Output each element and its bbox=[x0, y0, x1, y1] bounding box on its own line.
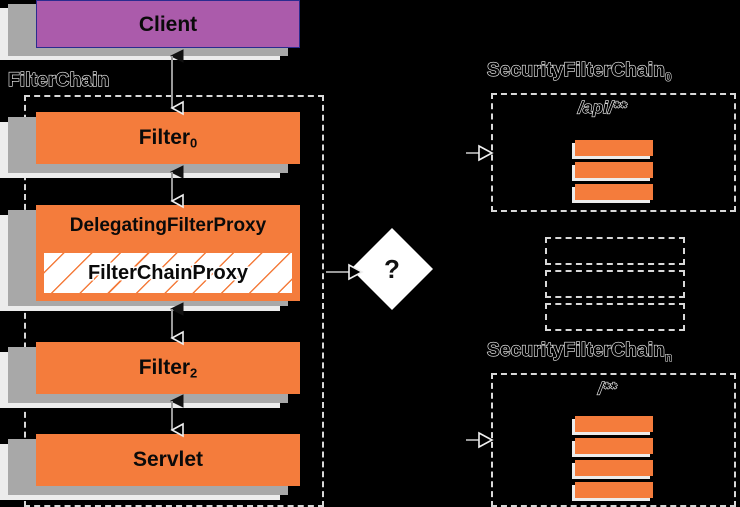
chain-n-filter-bar-face bbox=[575, 482, 653, 498]
chain-n-filter-bar[interactable] bbox=[572, 416, 653, 435]
servlet-label: Servlet bbox=[132, 447, 204, 471]
security-filter-chain-0-label: SecurityFilterChain0 bbox=[486, 59, 672, 84]
chain-0-filter-bar-face bbox=[575, 162, 653, 178]
filter-chain-proxy-label: FilterChainProxy bbox=[87, 261, 249, 284]
filter-chain-proxy-box[interactable]: FilterChainProxy bbox=[43, 252, 293, 294]
node-servlet[interactable]: Servlet bbox=[0, 434, 300, 500]
chain-0-filter-bar[interactable] bbox=[572, 162, 653, 181]
client-label: Client bbox=[138, 12, 198, 36]
client-face: Client bbox=[36, 0, 300, 48]
decision-question-label: ? bbox=[384, 253, 400, 284]
chain-n-filter-bar-face bbox=[575, 438, 653, 454]
chain-ellipsis-box bbox=[545, 270, 685, 298]
filter-2-face: Filter2 bbox=[36, 342, 300, 394]
node-filter-2[interactable]: Filter2 bbox=[0, 342, 300, 408]
chain-n-filter-bar-face bbox=[575, 460, 653, 476]
chain-0-filter-bar-face bbox=[575, 140, 653, 156]
node-filter-0[interactable]: Filter0 bbox=[0, 112, 300, 178]
delegating-filter-proxy-label: DelegatingFilterProxy bbox=[69, 215, 267, 236]
chain-0-filter-bar[interactable] bbox=[572, 140, 653, 159]
node-client[interactable]: Client bbox=[0, 0, 300, 60]
chain-ellipsis-box bbox=[545, 237, 685, 265]
chain-n-filter-bar[interactable] bbox=[572, 460, 653, 479]
security-filter-chain-n-pattern: /** bbox=[597, 378, 617, 398]
filterchain-group-label: FilterChain bbox=[7, 69, 110, 91]
node-delegating-filter-proxy[interactable]: DelegatingFilterProxy FilterChainProxy bbox=[0, 205, 300, 311]
security-filter-chain-0-pattern: /api/** bbox=[577, 97, 627, 117]
filter-0-face: Filter0 bbox=[36, 112, 300, 164]
chain-0-filter-bar-face bbox=[575, 184, 653, 200]
filter-2-label: Filter2 bbox=[138, 355, 198, 381]
proxy-face: DelegatingFilterProxy FilterChainProxy bbox=[36, 205, 300, 301]
chain-n-filter-bar[interactable] bbox=[572, 482, 653, 501]
chain-n-filter-bar[interactable] bbox=[572, 438, 653, 457]
security-filter-chain-n-label: SecurityFilterChainn bbox=[486, 339, 673, 364]
chain-n-filter-bar-face bbox=[575, 416, 653, 432]
filter-0-label: Filter0 bbox=[138, 125, 198, 151]
chain-ellipsis-box bbox=[545, 303, 685, 331]
servlet-face: Servlet bbox=[36, 434, 300, 486]
chain-0-filter-bar[interactable] bbox=[572, 184, 653, 203]
